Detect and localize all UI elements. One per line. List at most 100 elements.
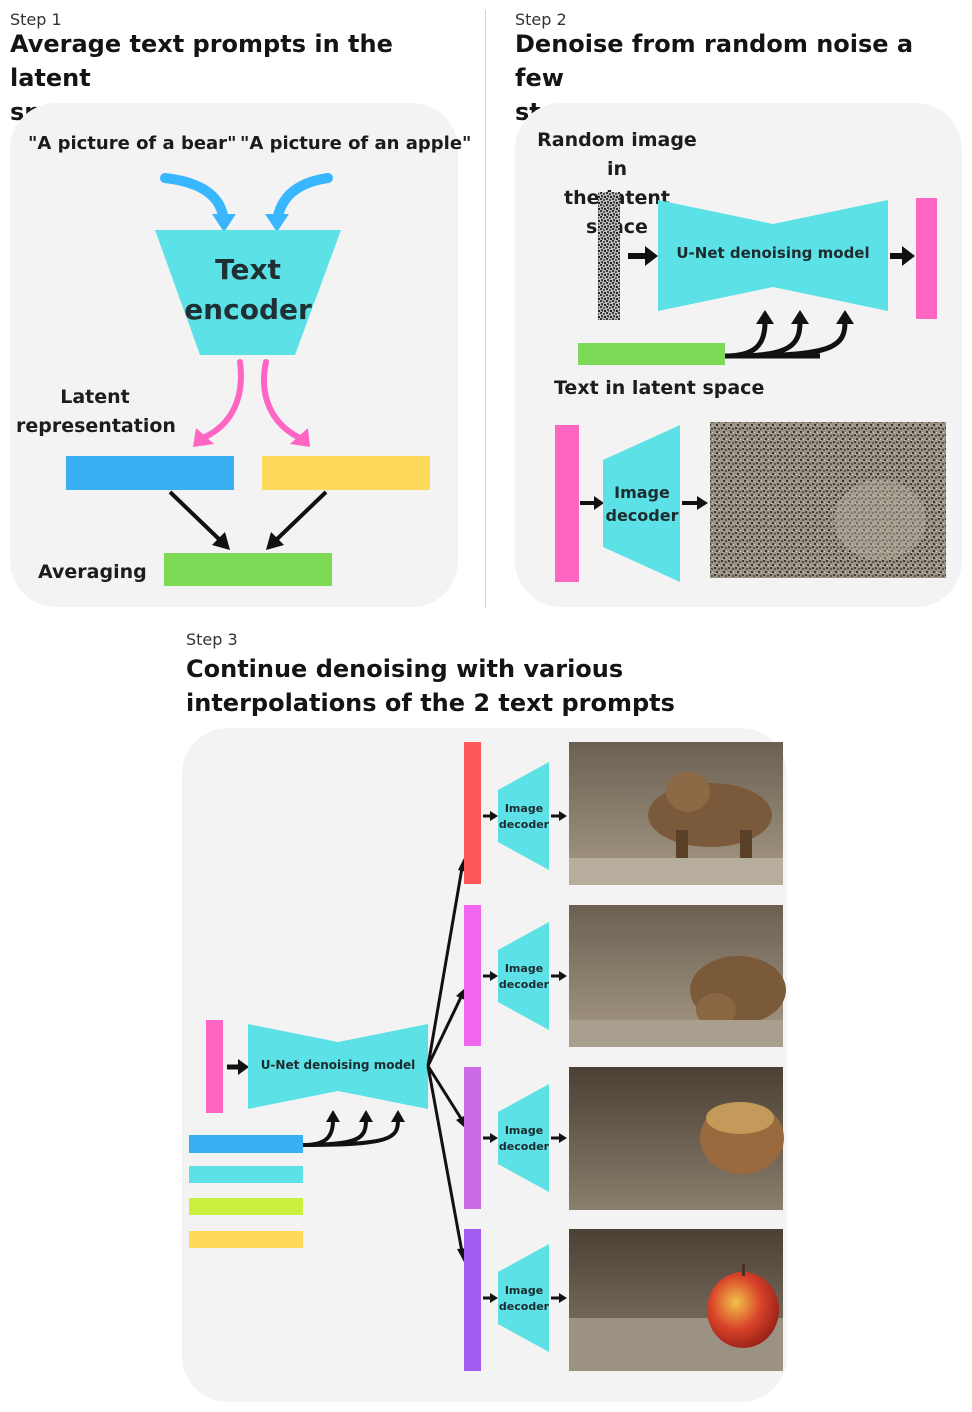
curl-head-3	[836, 310, 854, 324]
step3-title: Continue denoising with various interpol…	[186, 652, 786, 720]
decoder-row3-line1: Image	[504, 1124, 544, 1137]
decoder2-line2: decoder	[605, 506, 679, 525]
apple-stem-4	[742, 1264, 745, 1276]
latent-bar-apple	[262, 456, 430, 490]
step3-text-bar-cyan	[189, 1166, 303, 1183]
unet-shape-step3	[248, 1024, 428, 1109]
prompt-arrowhead-right	[265, 214, 289, 232]
prompt-apple: "A picture of an apple"	[240, 133, 472, 154]
averaging-label: Averaging	[38, 561, 147, 583]
row1-head-out	[559, 811, 567, 821]
decoder-row1-line2: decoder	[498, 818, 550, 831]
arrowhead-unet-out	[902, 246, 915, 266]
latent-arrow-left	[202, 359, 244, 440]
decoder-row2-line1: Image	[504, 962, 544, 975]
text-encoder-label: Text encoder	[170, 250, 326, 330]
decoder-label-row3: Image decoder	[496, 1123, 552, 1155]
latent-arrow-right	[261, 359, 301, 440]
fan-head-2	[456, 988, 465, 1000]
encoder-line1: Text	[215, 253, 281, 286]
fan-head-3	[456, 1115, 466, 1128]
fan-arrow-4	[426, 1065, 464, 1253]
text-encoder-shape	[155, 230, 341, 355]
avg-arrow-right	[272, 490, 328, 544]
bear-leg-1a	[676, 830, 688, 860]
avg-arrowhead-left	[212, 532, 230, 550]
bear-head-1	[666, 772, 710, 812]
step3-text-bar-lime	[189, 1198, 303, 1215]
curl-head-1	[756, 310, 774, 324]
decoder-label-row4: Image decoder	[496, 1283, 552, 1315]
curl-head-2	[791, 310, 809, 324]
bear-leg-1b	[740, 830, 752, 860]
row1-head-in	[490, 811, 498, 821]
latent-bar-bear	[66, 456, 234, 490]
step3-title-line2: interpolations of the 2 text prompts	[186, 689, 675, 717]
bear-head-2	[696, 993, 736, 1027]
decoder-label-step2: Image decoder	[603, 481, 681, 527]
unet-label-step3: U-Net denoising model	[260, 1058, 416, 1072]
step3-curl-head-2	[359, 1110, 373, 1122]
step3-curl-head-1	[326, 1110, 340, 1122]
text-latent-label: Text in latent space	[554, 377, 765, 399]
noisy-bear-silhouette	[834, 480, 926, 560]
avg-arrow-left	[168, 490, 224, 544]
ground-2	[569, 1020, 783, 1047]
prompt-arrowhead-left	[212, 214, 236, 232]
row4-head-in	[490, 1293, 498, 1303]
step3-input-latent	[206, 1020, 223, 1113]
latent-line1: Latent	[60, 386, 130, 408]
fan-arrow-1	[426, 867, 464, 1067]
step3-text-bar-blue	[189, 1135, 303, 1153]
step3-arrowhead-in	[238, 1059, 249, 1075]
step3-text-bar-yellow	[189, 1231, 303, 1248]
averaged-bar	[164, 553, 332, 586]
ground-1	[569, 858, 783, 885]
row4-head-out	[559, 1293, 567, 1303]
latent-bar-to-decode	[555, 425, 579, 582]
step3-curl-arrows	[302, 1119, 400, 1147]
unet-shape-step2	[658, 200, 888, 311]
avg-arrowhead-right	[266, 532, 284, 550]
step1-label: Step 1	[10, 10, 62, 29]
text-curl-arrows	[724, 321, 848, 359]
decoder-row4-line1: Image	[504, 1284, 544, 1297]
decoder-shape-row4	[498, 1244, 549, 1352]
row3-head-out	[559, 1133, 567, 1143]
step2-title: Denoise from random noise a few steps	[515, 27, 965, 129]
output-bar-1	[464, 742, 481, 884]
output-bar-2	[464, 905, 481, 1046]
decoder-row1-line1: Image	[504, 802, 544, 815]
decoder-shape-row1	[498, 762, 549, 870]
step3-curl-head-3	[391, 1110, 405, 1122]
step2-title-line1: Denoise from random noise a few	[515, 30, 914, 92]
decoder-shape-step2	[603, 425, 680, 582]
decoder2-line1: Image	[614, 483, 670, 502]
noise-strip	[598, 192, 620, 320]
text-latent-bar	[578, 343, 725, 365]
row2-head-out	[559, 971, 567, 981]
step2-label: Step 2	[515, 10, 567, 29]
decoder-row3-line2: decoder	[498, 1140, 550, 1153]
decoder-label-row2: Image decoder	[496, 961, 552, 993]
output-bar-4	[464, 1229, 481, 1371]
arrowhead-noise-unet	[645, 246, 658, 266]
step3-title-line1: Continue denoising with various	[186, 655, 624, 683]
latent-arrowhead-left	[193, 428, 214, 447]
denoised-latent-bar	[916, 198, 937, 319]
row3-head-in	[490, 1133, 498, 1143]
encoder-line2: encoder	[184, 293, 312, 326]
decoder-shape-row3	[498, 1084, 549, 1192]
decoder-label-row1: Image decoder	[496, 801, 552, 833]
step1-title-line1: Average text prompts in the latent	[10, 30, 393, 92]
step3-label: Step 3	[186, 630, 238, 649]
step-divider	[485, 10, 486, 608]
decoder-row4-line2: decoder	[498, 1300, 550, 1313]
row2-head-in	[490, 971, 498, 981]
latent-representation-label: Latent representation	[16, 383, 176, 441]
random-line1: Random image in	[537, 129, 697, 180]
output-bar-3	[464, 1067, 481, 1209]
